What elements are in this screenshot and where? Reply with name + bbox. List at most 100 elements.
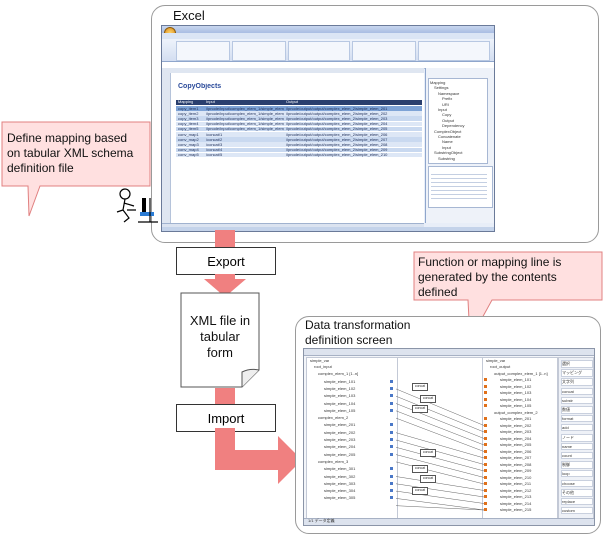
mapping-port-icon[interactable]: [390, 379, 393, 383]
mapping-port-icon[interactable]: [390, 408, 393, 412]
mapping-port-icon[interactable]: [484, 436, 487, 440]
mapping-port-icon[interactable]: [390, 445, 393, 449]
palette-item[interactable]: 数値: [561, 406, 593, 414]
mapping-port-icon[interactable]: [484, 404, 487, 407]
mapping-line[interactable]: [395, 447, 485, 472]
right-tree-node[interactable]: simple_elem_102: [500, 383, 532, 389]
mapping-port-icon[interactable]: [390, 394, 393, 398]
mapping-port-icon[interactable]: [484, 417, 487, 420]
left-tree-node[interactable]: simple_elem_305: [324, 495, 356, 501]
tree-item[interactable]: Settings: [434, 85, 449, 91]
mapping-line[interactable]: [395, 403, 485, 439]
left-tree-node[interactable]: complex_elem_3: [318, 458, 349, 464]
left-tree-node[interactable]: simple_elem_203: [324, 437, 356, 442]
ribbon-group-3[interactable]: [288, 41, 350, 61]
table-row[interactable]: [176, 147, 422, 153]
left-tree-node[interactable]: root_input: [314, 364, 332, 369]
mapping-port-icon[interactable]: [390, 496, 393, 500]
right-tree-node[interactable]: simple_elem_206: [500, 448, 532, 454]
mapping-line[interactable]: [395, 417, 485, 452]
mapping-line[interactable]: [395, 461, 485, 485]
tree-item[interactable]: ComplexObject: [434, 128, 462, 134]
right-tree-node[interactable]: simple_elem_105: [500, 403, 532, 408]
palette-item[interactable]: count: [561, 452, 593, 459]
left-tree-node[interactable]: simple_elem_205: [324, 451, 356, 457]
palette-item[interactable]: ノード: [561, 433, 593, 442]
mapping-line[interactable]: [395, 388, 485, 426]
table-row[interactable]: [176, 142, 422, 147]
mapping-port-icon[interactable]: [390, 489, 393, 493]
tree-item[interactable]: URI: [442, 101, 449, 107]
mapping-port-icon[interactable]: [484, 469, 487, 472]
mapping-port-icon[interactable]: [484, 443, 487, 446]
right-tree-node[interactable]: simple_elem_214: [500, 500, 532, 506]
right-tree-node[interactable]: simple_elem_103: [500, 390, 532, 395]
mapping-port-icon[interactable]: [390, 423, 393, 427]
mapping-port-icon[interactable]: [390, 474, 393, 478]
left-tree-node[interactable]: simple_elem_304: [324, 488, 356, 494]
mapping-port-icon[interactable]: [390, 467, 393, 471]
right-tree-node[interactable]: simple_elem_202: [500, 422, 532, 428]
mapping-port-icon[interactable]: [484, 430, 487, 433]
right-tree-node[interactable]: simple_elem_204: [500, 435, 532, 441]
mapping-port-icon[interactable]: [484, 508, 487, 511]
concat-function-box[interactable]: concat: [420, 449, 436, 457]
right-tree-node[interactable]: simple_elem_101: [500, 377, 532, 382]
mapping-port-icon[interactable]: [484, 488, 487, 492]
sheet-tabs[interactable]: [162, 223, 424, 228]
left-tree-node[interactable]: simple_elem_204: [324, 444, 356, 450]
mapping-port-icon[interactable]: [390, 452, 393, 456]
mapping-line[interactable]: [395, 505, 485, 511]
table-row[interactable]: [176, 106, 422, 111]
palette-item[interactable]: add: [561, 424, 593, 432]
tree-item[interactable]: Copy: [442, 112, 452, 118]
mapping-port-icon[interactable]: [484, 397, 487, 401]
table-row[interactable]: [176, 152, 422, 158]
table-row[interactable]: [176, 111, 422, 116]
concat-function-box[interactable]: concat: [412, 405, 428, 413]
mapping-port-icon[interactable]: [390, 401, 393, 405]
ribbon-group-4[interactable]: [352, 41, 416, 61]
mapping-port-icon[interactable]: [484, 462, 487, 466]
left-tree-node[interactable]: simple_elem_302: [324, 473, 356, 479]
tree-item[interactable]: Output: [442, 117, 455, 123]
tree-item[interactable]: Dependency: [442, 123, 465, 129]
left-tree-node[interactable]: simple_elem_301: [324, 466, 356, 472]
tree-item[interactable]: SubstringObject: [434, 150, 463, 156]
mapping-line[interactable]: [395, 498, 485, 511]
left-tree-node[interactable]: complex_elem_2: [318, 415, 349, 421]
right-tree-node[interactable]: simple_elem_210: [500, 474, 532, 480]
mapping-port-icon[interactable]: [484, 495, 487, 498]
tree-item[interactable]: Input: [442, 144, 451, 150]
table-row[interactable]: [176, 121, 422, 127]
mapping-port-icon[interactable]: [390, 430, 393, 434]
left-tree-node[interactable]: simple_elem_201: [324, 422, 356, 428]
tree-item[interactable]: Substring: [438, 155, 455, 161]
ribbon-group-5[interactable]: [418, 41, 490, 61]
right-tree-node[interactable]: simple_elem_104: [500, 396, 532, 402]
right-tree-node[interactable]: root_output: [490, 364, 511, 369]
left-tree-node[interactable]: complex_elem_1 [1..n]: [318, 371, 359, 377]
palette-item[interactable]: concat: [561, 387, 593, 395]
palette-item[interactable]: custom: [561, 507, 593, 515]
right-tree-node[interactable]: simple_elem_212: [500, 487, 532, 493]
mapping-port-icon[interactable]: [390, 386, 393, 390]
left-tree-node[interactable]: simple_elem_101: [324, 378, 356, 384]
mapping-port-icon[interactable]: [484, 384, 487, 388]
palette-item[interactable]: name: [561, 442, 593, 450]
tree-item[interactable]: Prefix: [442, 96, 453, 102]
mapping-port-icon[interactable]: [484, 475, 487, 479]
palette-item[interactable]: choose: [561, 479, 593, 487]
left-tree-node[interactable]: simple_elem_303: [324, 480, 356, 486]
right-tree-node[interactable]: simple_elem_203: [500, 429, 532, 434]
palette-item[interactable]: 選択: [561, 360, 593, 368]
left-tree-node[interactable]: simple_elem_102: [324, 385, 356, 391]
right-tree-root[interactable]: simple_var: [486, 358, 506, 363]
mapping-port-icon[interactable]: [484, 449, 487, 453]
concat-function-box[interactable]: concat: [420, 395, 436, 403]
left-tree-node[interactable]: simple_elem_202: [324, 429, 356, 435]
right-tree-node[interactable]: simple_elem_215: [500, 507, 532, 512]
mapping-line[interactable]: [395, 395, 485, 433]
table-row[interactable]: [176, 132, 422, 137]
mapping-port-icon[interactable]: [484, 391, 487, 394]
